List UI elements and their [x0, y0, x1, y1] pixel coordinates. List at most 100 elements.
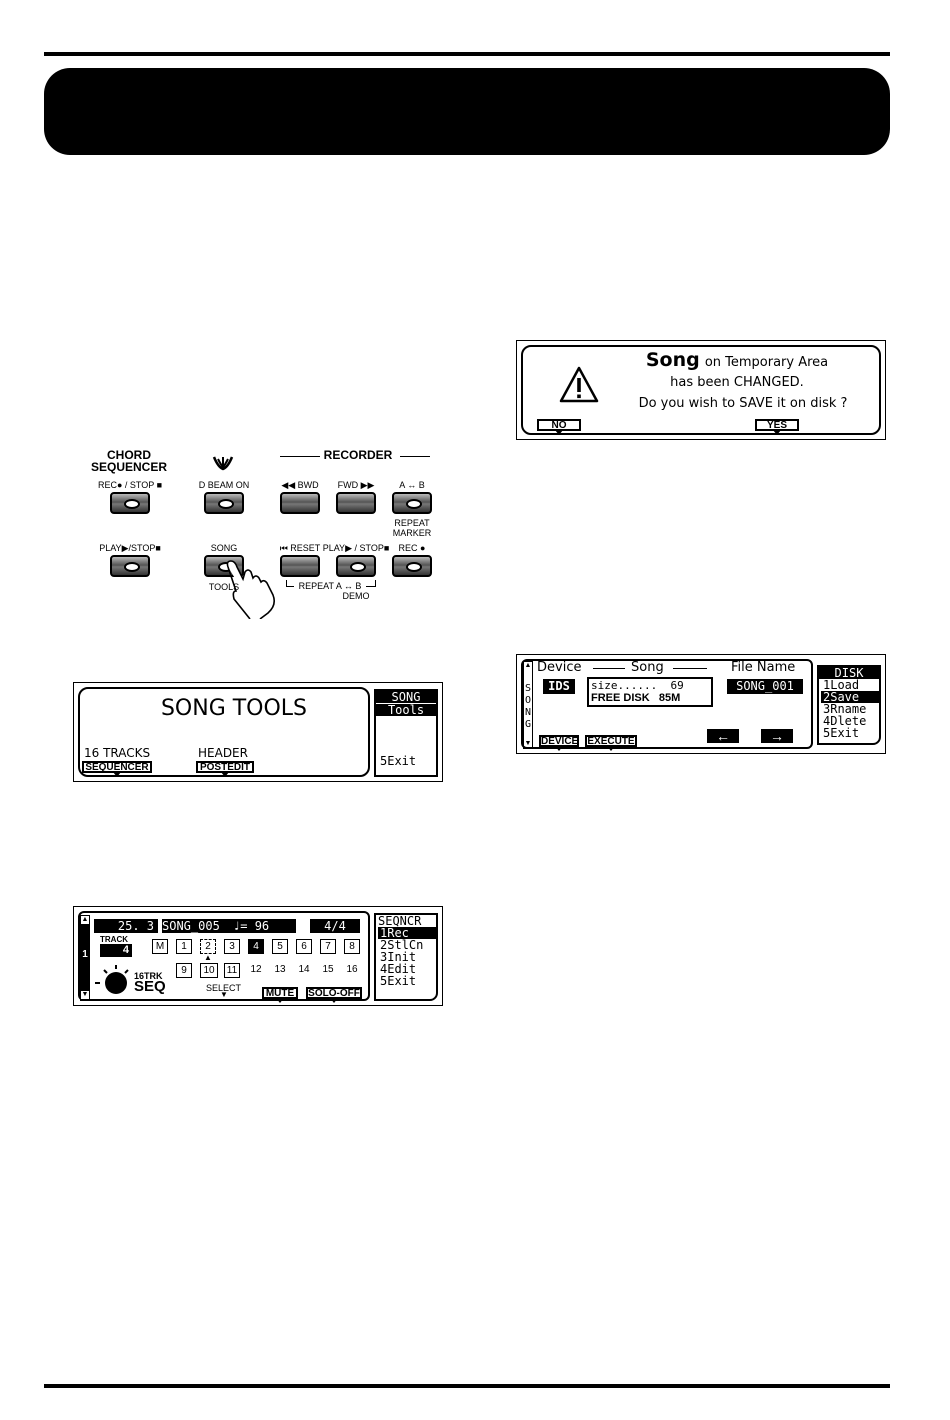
warning-line-1-rest: on Temporary Area [704, 355, 829, 370]
top-rule [44, 52, 890, 56]
song-size: size...... 69 [591, 679, 684, 692]
scroll-up-icon[interactable]: ▲ [81, 916, 89, 924]
disk-menu-item[interactable]: 3Rname [823, 702, 867, 716]
select-arrow-icon: ▼ [220, 990, 228, 999]
cursor-left-button[interactable]: ← [707, 729, 739, 743]
seq-label: SEQ [134, 978, 166, 995]
track-button[interactable]: 5 [272, 939, 288, 954]
sequencer-main-area [78, 911, 370, 1001]
mute-tab[interactable]: MUTE [262, 987, 298, 1003]
seqncr-menu-item[interactable]: 5Exit [380, 974, 417, 988]
execute-tab[interactable]: EXECUTE [585, 735, 637, 751]
rec-button[interactable] [392, 555, 432, 577]
play-stop-button[interactable] [336, 555, 376, 577]
warning-line-2: has been CHANGED. [670, 375, 804, 390]
disk-menu-item[interactable]: 1Load [823, 678, 860, 692]
yes-tab[interactable]: YES [755, 419, 799, 435]
disk-menu-item[interactable]: 4Dlete [823, 714, 867, 728]
track-button[interactable]: 15 [322, 964, 334, 975]
bwd-label: ◀◀ BWD [281, 480, 319, 490]
no-tab[interactable]: NO [537, 419, 581, 435]
song-word: Song [645, 349, 700, 371]
song-info-box [587, 677, 713, 707]
device-label: Device [537, 660, 582, 675]
repeat-label: REPEAT [394, 518, 430, 528]
song-label: Song [631, 660, 664, 675]
track-button[interactable]: 14 [298, 964, 310, 975]
track-button[interactable]: M [152, 939, 168, 954]
sequencer-screen: ▲ ▼ 1 25. 3 SONG_005 ♩= 96 4/4 TRACK 4 1… [73, 906, 443, 1006]
position-readout: 25. 3 [94, 919, 158, 933]
seqncr-menu-item[interactable]: 1Rec [378, 927, 436, 939]
warning-icon [559, 365, 599, 405]
menu-exit[interactable]: 5Exit [380, 754, 417, 768]
warning-main-area [521, 345, 881, 435]
scroll-bar[interactable] [80, 915, 90, 1001]
device-value[interactable]: IDS [543, 679, 575, 694]
seqncr-menu-item[interactable]: 2StlCn [380, 938, 424, 952]
disk-save-screen: ▲ SONG ▼ Device Song File Name IDS size.… [516, 654, 886, 754]
file-name-field[interactable]: SONG_001 [727, 679, 803, 694]
dbeam-button[interactable] [204, 492, 244, 514]
song-tools-title: SONG TOOLS [160, 696, 308, 721]
chord-title-2: SEQUENCER [90, 460, 167, 474]
track-button[interactable]: 13 [274, 964, 286, 975]
disk-scroll-bar[interactable] [523, 661, 533, 749]
track-button[interactable]: 4 [248, 939, 264, 954]
marker-label: MARKER [392, 528, 432, 538]
fwd-label: FWD ▶▶ [337, 480, 375, 490]
warning-line-3: Do you wish to SAVE it on disk ? [638, 396, 848, 411]
disk-side-label: SONG [524, 683, 532, 730]
cursor-right-button[interactable]: → [761, 729, 793, 743]
postedit-tab[interactable]: POSTEDIT [196, 761, 254, 777]
reset-button[interactable] [280, 555, 320, 577]
song-name-readout: SONG_005 ♩= 96 [162, 919, 296, 933]
selection-pointer-icon: ▲ [204, 953, 212, 962]
track-button[interactable]: 9 [176, 963, 192, 978]
side-number: 1 [82, 949, 88, 960]
trk-label: 16TRK [134, 971, 163, 981]
section-banner [44, 68, 890, 155]
track-button[interactable]: 7 [320, 939, 336, 954]
seqncr-menu-item[interactable]: 3Init [380, 950, 417, 964]
menu-title-song: SONG [376, 691, 436, 703]
disk-scroll-down-icon[interactable]: ▼ [524, 740, 532, 747]
scroll-down-icon[interactable]: ▼ [81, 991, 89, 999]
device-tab[interactable]: DEVICE [539, 735, 579, 751]
save-warning-screen: Song on Temporary Area has been CHANGED.… [516, 340, 886, 440]
fwd-button[interactable] [336, 492, 376, 514]
track-button[interactable]: 16 [346, 964, 358, 975]
bwd-button[interactable] [280, 492, 320, 514]
track-knob-icon[interactable] [92, 961, 138, 999]
header-label: HEADER [198, 746, 248, 760]
chord-rec-stop-button[interactable] [110, 492, 150, 514]
track-button[interactable]: 3 [224, 939, 240, 954]
disk-menu-item[interactable]: 2Save [821, 691, 879, 703]
disk-menu-item[interactable]: 5Exit [823, 726, 860, 740]
track-button[interactable]: 10 [200, 963, 218, 978]
track-button[interactable]: 8 [344, 939, 360, 954]
pressing-hand-icon [220, 557, 290, 620]
track-button[interactable]: 11 [224, 963, 240, 978]
track-button[interactable]: 6 [296, 939, 312, 954]
song-name: SONG_005 [162, 919, 220, 933]
ab-button[interactable] [392, 492, 432, 514]
ab-label: A ↔ B [399, 480, 425, 490]
seqncr-menu-item[interactable]: 4Edit [380, 962, 417, 976]
track-button[interactable]: 1 [176, 939, 192, 954]
track-button[interactable]: 2 [200, 939, 216, 954]
solo-off-tab[interactable]: SOLO-OFF [306, 987, 362, 1003]
warning-line-1: Song on Temporary Area [617, 349, 857, 371]
sequencer-tab[interactable]: SEQUENCER [82, 761, 152, 777]
track-label: TRACK [100, 935, 128, 944]
disk-scroll-up-icon[interactable]: ▲ [524, 662, 532, 669]
file-name-label: File Name [731, 660, 796, 675]
dbeam-label: D BEAM ON [198, 480, 250, 490]
reset-label: ⏮ RESET [279, 543, 321, 553]
chord-play-stop-button[interactable] [110, 555, 150, 577]
repeat-ab-label: REPEAT A ↔ B [294, 581, 366, 591]
track-button[interactable]: 12 [250, 964, 262, 975]
song-tools-side-menu: SONG Tools 5Exit [374, 689, 438, 777]
